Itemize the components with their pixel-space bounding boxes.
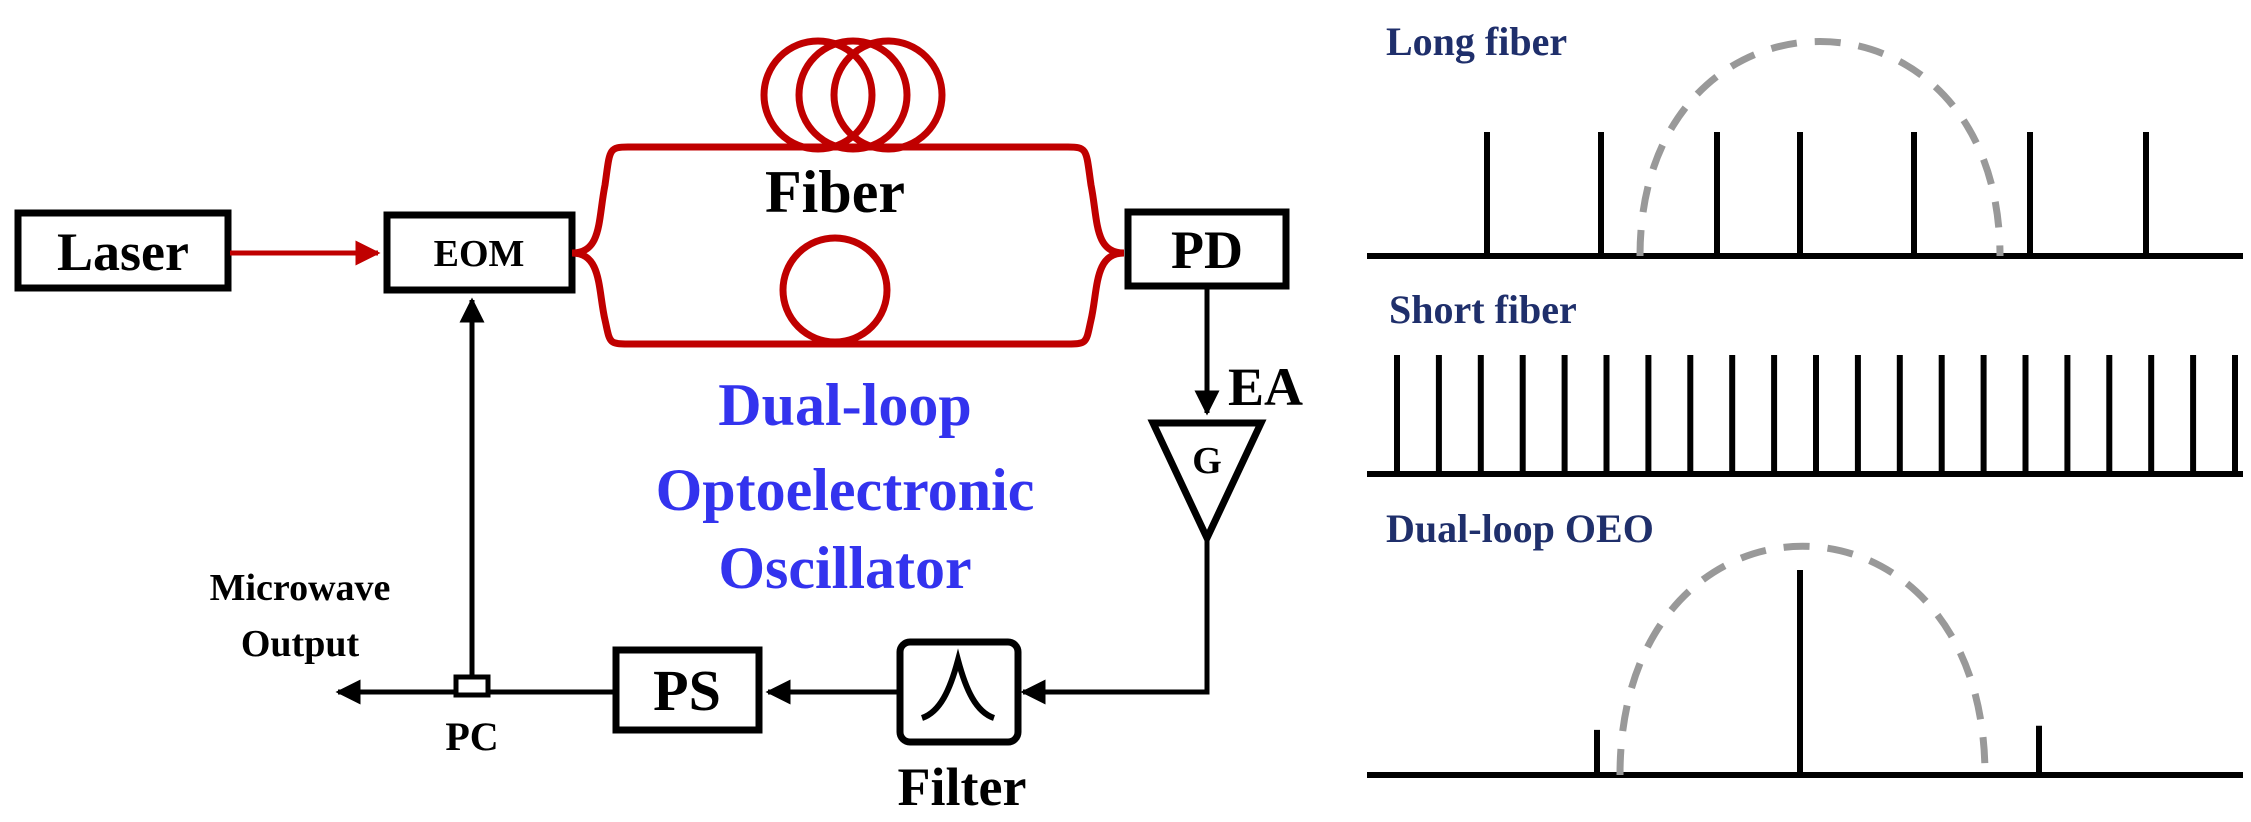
spectrum-dual-loop: Dual-loop OEO	[1367, 506, 2243, 778]
amplifier-label: G	[1192, 440, 1222, 482]
laser-block: Laser	[14, 209, 232, 292]
eom-block: EOM	[383, 211, 576, 294]
pc-label: PC	[445, 714, 498, 759]
dual-loop-filter-envelope	[1616, 542, 1989, 776]
fiber-coil-1	[760, 37, 876, 153]
spectra-panels: Long fiber Short fiber Dual-loop OEO	[1367, 19, 2243, 778]
laser-label: Laser	[57, 222, 189, 282]
pc-coupler	[453, 674, 491, 698]
dual-loop-title: Dual-loop OEO	[1386, 506, 1654, 551]
filter-label: Filter	[898, 757, 1027, 817]
title-line-1: Dual-loop	[718, 372, 971, 438]
fiber-coil-3	[830, 37, 946, 153]
oeo-title: Dual-loop Optoelectronic Oscillator	[656, 372, 1035, 601]
schematic: Laser EOM Fiber	[14, 37, 1303, 817]
amp-to-filter-arrow	[1020, 540, 1210, 705]
long-fiber-filter-envelope	[1636, 38, 2004, 257]
fiber-label: Fiber	[765, 159, 905, 225]
eom-label: EOM	[434, 233, 525, 275]
filter-icon	[920, 648, 996, 721]
spectrum-short-fiber: Short fiber	[1367, 287, 2243, 477]
ps-label: PS	[653, 658, 721, 723]
short-fiber-title: Short fiber	[1389, 287, 1577, 332]
amplifier: G	[1147, 419, 1267, 547]
output-label-line2: Output	[241, 623, 360, 665]
fiber-coil-2	[795, 37, 911, 153]
long-fiber-modes	[1484, 132, 2149, 256]
ea-label: EA	[1228, 357, 1303, 417]
left-brace-upper	[571, 143, 629, 257]
short-fiber-modes	[1394, 355, 2238, 474]
title-line-2: Optoelectronic	[656, 457, 1035, 523]
spectrum-long-fiber: Long fiber	[1367, 19, 2243, 259]
fiber-loops	[571, 37, 1125, 348]
filter-block: Filter	[896, 638, 1027, 817]
dual-loop-modes	[1594, 570, 2042, 775]
title-line-3: Oscillator	[718, 535, 971, 601]
short-fiber-coil	[779, 234, 891, 346]
pd-block: PD	[1124, 208, 1290, 290]
output-label-line1: Microwave	[210, 567, 391, 609]
pd-label: PD	[1171, 220, 1243, 280]
long-fiber-title: Long fiber	[1386, 19, 1567, 64]
ps-block: PS	[612, 646, 763, 734]
